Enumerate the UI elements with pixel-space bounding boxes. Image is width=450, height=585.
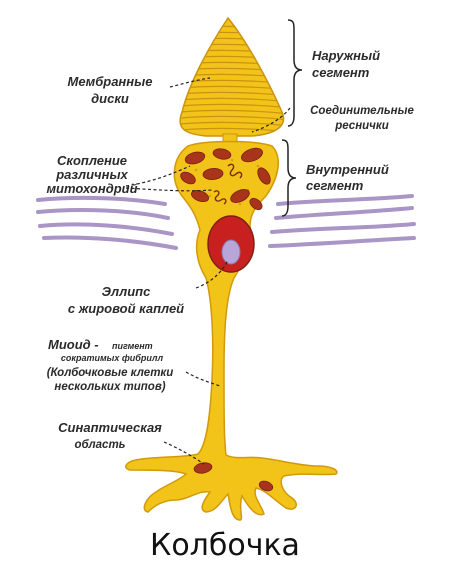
label-membrane-disks: Мембранные диски <box>68 74 153 106</box>
label-connecting-cilia-line2: реснички <box>334 120 389 132</box>
bracket-inner-segment <box>281 139 297 217</box>
mitochondria <box>180 147 271 211</box>
label-membrane-disks-line1: Мембранные <box>68 74 153 89</box>
synaptic-mitochondria <box>193 462 274 492</box>
label-inner-segment: Внутренний сегмент <box>306 162 389 193</box>
label-myoid: Миоид - пигмент сократимых фибрилл (Колб… <box>47 337 174 393</box>
label-synaptic: Синаптическая область <box>58 420 162 451</box>
label-outer-segment-line2: сегмент <box>312 65 370 80</box>
label-inner-segment-line1: Внутренний <box>306 162 389 177</box>
label-connecting-cilia: Соединительные реснички <box>310 105 414 132</box>
label-ellipsoid-line2: с жировой каплей <box>68 301 184 316</box>
label-ellipsoid: Эллипс с жировой каплей <box>68 284 184 316</box>
outer-segment <box>179 16 285 137</box>
label-synaptic-line2: область <box>75 439 126 451</box>
label-mitochondria-line3: митохондрий <box>46 181 137 196</box>
label-myoid-line2: сократимых фибрилл <box>61 353 164 363</box>
label-myoid-line3: (Колбочковые клетки <box>47 367 174 379</box>
label-outer-segment: Наружный сегмент <box>312 48 380 80</box>
lipid-droplet <box>221 239 241 265</box>
label-ellipsoid-line1: Эллипс <box>102 284 151 299</box>
label-mitochondria-line2: различных <box>55 167 128 182</box>
label-outer-segment-line1: Наружный <box>312 48 380 63</box>
label-connecting-cilia-line1: Соединительные <box>310 105 414 117</box>
label-myoid-line1: пигмент <box>112 341 153 351</box>
label-synaptic-line1: Синаптическая <box>58 420 162 435</box>
curly-mitochondria <box>213 163 243 205</box>
label-myoid-line4: нескольких типов) <box>54 381 165 393</box>
membrane-lines <box>36 194 416 250</box>
bracket-outer-segment <box>287 19 303 127</box>
label-myoid-title: Миоид - <box>48 337 99 352</box>
label-inner-segment-line2: сегмент <box>306 178 364 193</box>
label-mitochondria: Скопление различных митохондрий <box>46 153 137 196</box>
label-membrane-disks-line2: диски <box>91 91 129 106</box>
caption: Колбочка <box>150 528 300 563</box>
label-mitochondria-line1: Скопление <box>57 153 127 168</box>
leader-lines <box>125 77 291 465</box>
